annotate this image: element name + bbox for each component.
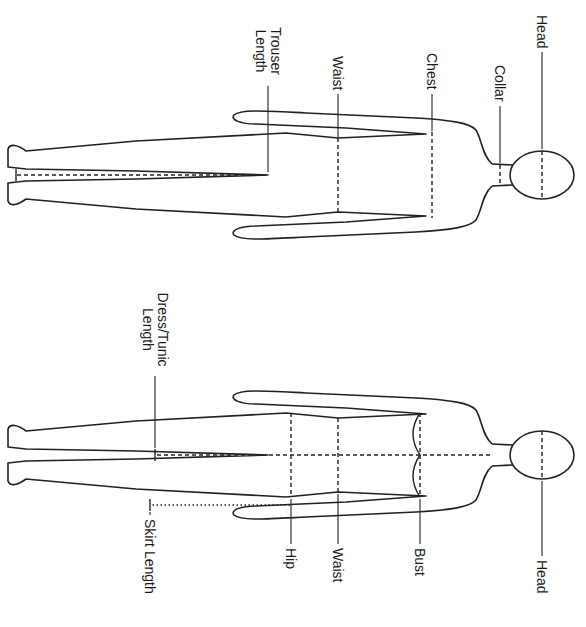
skirt-line bbox=[150, 504, 290, 505]
measurement-label: Hip bbox=[284, 548, 299, 569]
measurement-label: Chest bbox=[425, 53, 440, 90]
male-figure bbox=[8, 111, 574, 239]
measurement-label: Dress/Tunic Length bbox=[140, 287, 170, 372]
measure-lines bbox=[16, 132, 542, 497]
measurement-label: Trouser Length bbox=[253, 20, 283, 82]
measurement-label: Waist bbox=[331, 548, 346, 582]
measurement-label: Head bbox=[535, 560, 550, 593]
measurement-label: Waist bbox=[331, 56, 346, 90]
ticks bbox=[16, 169, 420, 511]
measurement-label: Skirt Length bbox=[143, 519, 158, 594]
leader-lines bbox=[150, 52, 542, 556]
measurement-label: Collar bbox=[493, 65, 508, 102]
measurement-label: Head bbox=[535, 15, 550, 48]
measurement-label: Bust bbox=[413, 548, 428, 576]
